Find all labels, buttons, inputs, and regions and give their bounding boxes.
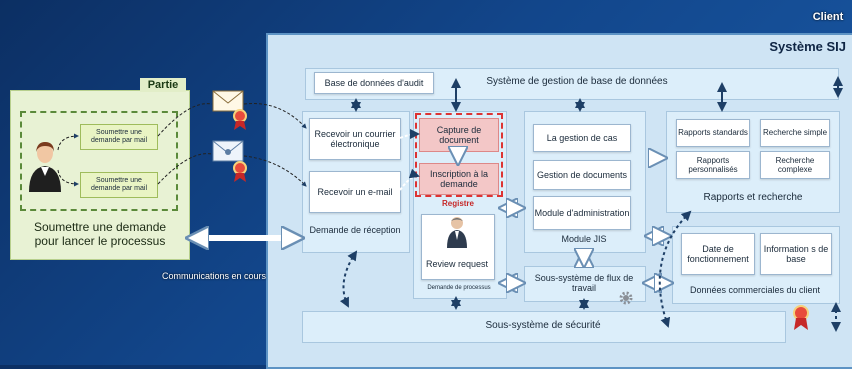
submit-mail-button-1[interactable]: Soumettre une demande par mail — [80, 124, 158, 150]
inscription-box[interactable]: Inscription à la demande — [419, 163, 499, 195]
process-title: Demande de processus — [427, 284, 491, 291]
audit-db-box[interactable]: Base de données d'audit — [314, 72, 434, 94]
basic-info-box[interactable]: Information s de base — [760, 233, 832, 275]
reviewer-icon — [446, 216, 468, 253]
standard-reports-box[interactable]: Rapports standards — [676, 119, 750, 147]
receive-email-box[interactable]: Recevoir un courrier électronique — [309, 118, 401, 160]
simple-search-box[interactable]: Recherche simple — [760, 119, 830, 147]
person-icon — [27, 140, 63, 192]
receive-mail-box[interactable]: Recevoir un e-mail — [309, 171, 401, 213]
reports-title: Rapports et recherche — [703, 192, 803, 204]
custom-reports-box[interactable]: Rapports personnalisés — [676, 151, 750, 179]
commercial-title: Données commerciales du client — [689, 284, 821, 295]
security-label: Sous-système de sécurité — [485, 320, 601, 332]
registre-label: Registre — [441, 199, 474, 209]
security-panel — [302, 311, 786, 343]
workflow-label[interactable]: Sous-système de flux de travail — [534, 272, 634, 293]
capture-document-box[interactable]: Capture de document — [419, 118, 499, 152]
client-label: Client — [812, 10, 844, 23]
party-title: Partie — [140, 78, 186, 92]
db-management-title: Système de gestion de base de données — [486, 76, 668, 88]
admin-module-box[interactable]: Module d'administration — [533, 196, 631, 230]
communications-label: Communications en cours — [161, 270, 267, 281]
case-management-box[interactable]: La gestion de cas — [533, 124, 631, 152]
complex-search-box[interactable]: Recherche complexe — [760, 151, 830, 179]
envelope-gear-icon — [212, 140, 248, 189]
system-title: Système SIJ — [769, 38, 846, 54]
award-ribbon-icon — [792, 305, 810, 336]
gear-icon — [618, 290, 634, 311]
party-caption: Soumettre une demande pour lancer le pro… — [33, 220, 167, 248]
document-management-box[interactable]: Gestion de documents — [533, 160, 631, 190]
jis-title: Module JIS — [561, 233, 607, 244]
submit-mail-button-2[interactable]: Soumettre une demande par mail — [80, 172, 158, 198]
operation-date-box[interactable]: Date de fonctionnement — [681, 233, 755, 275]
review-request-label: Review request — [425, 258, 489, 269]
envelope-icon — [212, 90, 248, 137]
process-dashed-frame — [415, 113, 503, 197]
reception-title: Demande de réception — [309, 224, 401, 235]
